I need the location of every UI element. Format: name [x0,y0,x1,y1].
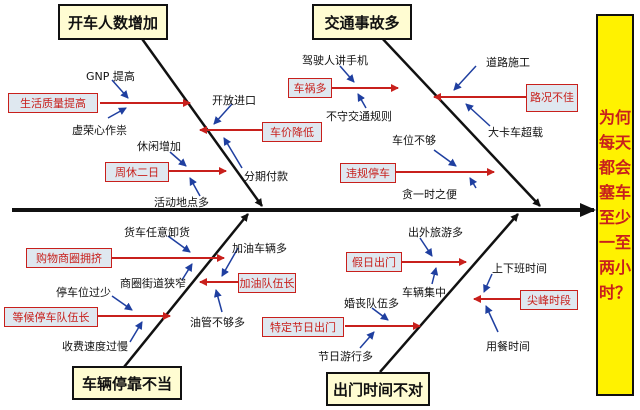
cause-box-waiting-queue: 等候停车队伍长 [4,307,98,327]
cause-installment: 分期付款 [244,170,288,183]
result-box: 为何每天都会塞车至少一至两小时？ [596,14,634,396]
cause-box-special-holiday: 特定节日出门 [262,317,344,337]
category-bottom-left: 车辆停靠不当 [72,366,182,400]
cause-more-cars: 加油车辆多 [232,242,287,255]
cause-road-works: 道路施工 [486,56,530,69]
cause-box-two-day-weekend: 周休二日 [105,162,169,182]
cause-slow-toll: 收费速度过慢 [62,340,128,353]
cause-box-accident: 车祸多 [288,78,332,98]
category-top-right: 交通事故多 [312,4,412,40]
bone-top-left [138,35,264,207]
cause-more-activity-places: 活动地点多 [154,196,209,209]
cause-parking-too-small: 停车位过少 [56,286,111,299]
cause-truck-overload: 大卡车超载 [488,126,543,139]
category-bottom-right: 出门时间不对 [326,372,430,406]
cause-meal-time: 用餐时间 [486,340,530,353]
cause-box-bad-road: 路况不佳 [526,84,578,112]
cause-trips-out: 出外旅游多 [408,226,463,239]
cause-wedding-funeral: 婚丧队伍多 [344,297,399,310]
cause-convenience: 贪一时之便 [402,188,457,201]
cause-box-holiday-outing: 假日出门 [346,252,402,272]
cause-cars-gather: 车辆集中 [402,286,446,299]
cause-narrow-street: 商圈街道狭窄 [120,277,186,290]
cause-box-quality-of-life: 生活质量提高 [8,93,98,113]
cause-box-rush-hour: 尖峰时段 [520,290,578,310]
cause-gnp: GNP 提高 [86,70,135,83]
cause-festival-trips: 节日游行多 [318,350,373,363]
cause-commute: 上下班时间 [492,262,547,275]
bone-bottom-left [119,213,249,373]
cause-disobey-rules: 不守交通规则 [326,110,392,123]
cause-truck-unloading: 货车任意卸货 [124,226,190,239]
cause-box-shopping-congestion: 购物商圈拥挤 [26,248,112,268]
cause-box-car-price: 车价降低 [262,122,322,142]
category-top-left: 开车人数增加 [58,4,168,40]
cause-few-pumps: 油管不够多 [190,316,245,329]
bone-top-right [379,35,541,207]
cause-no-parking-space: 车位不够 [392,134,436,147]
cause-box-gas-queue: 加油队伍长 [238,273,296,293]
cause-vanity: 虚荣心作祟 [72,124,127,137]
bone-bottom-right [379,213,519,373]
cause-more-leisure: 休闲增加 [137,140,181,153]
cause-opening-import: 开放进口 [212,94,256,107]
cause-box-violation-parking: 违规停车 [340,163,396,183]
cause-phone-driver: 驾驶人讲手机 [302,54,368,67]
